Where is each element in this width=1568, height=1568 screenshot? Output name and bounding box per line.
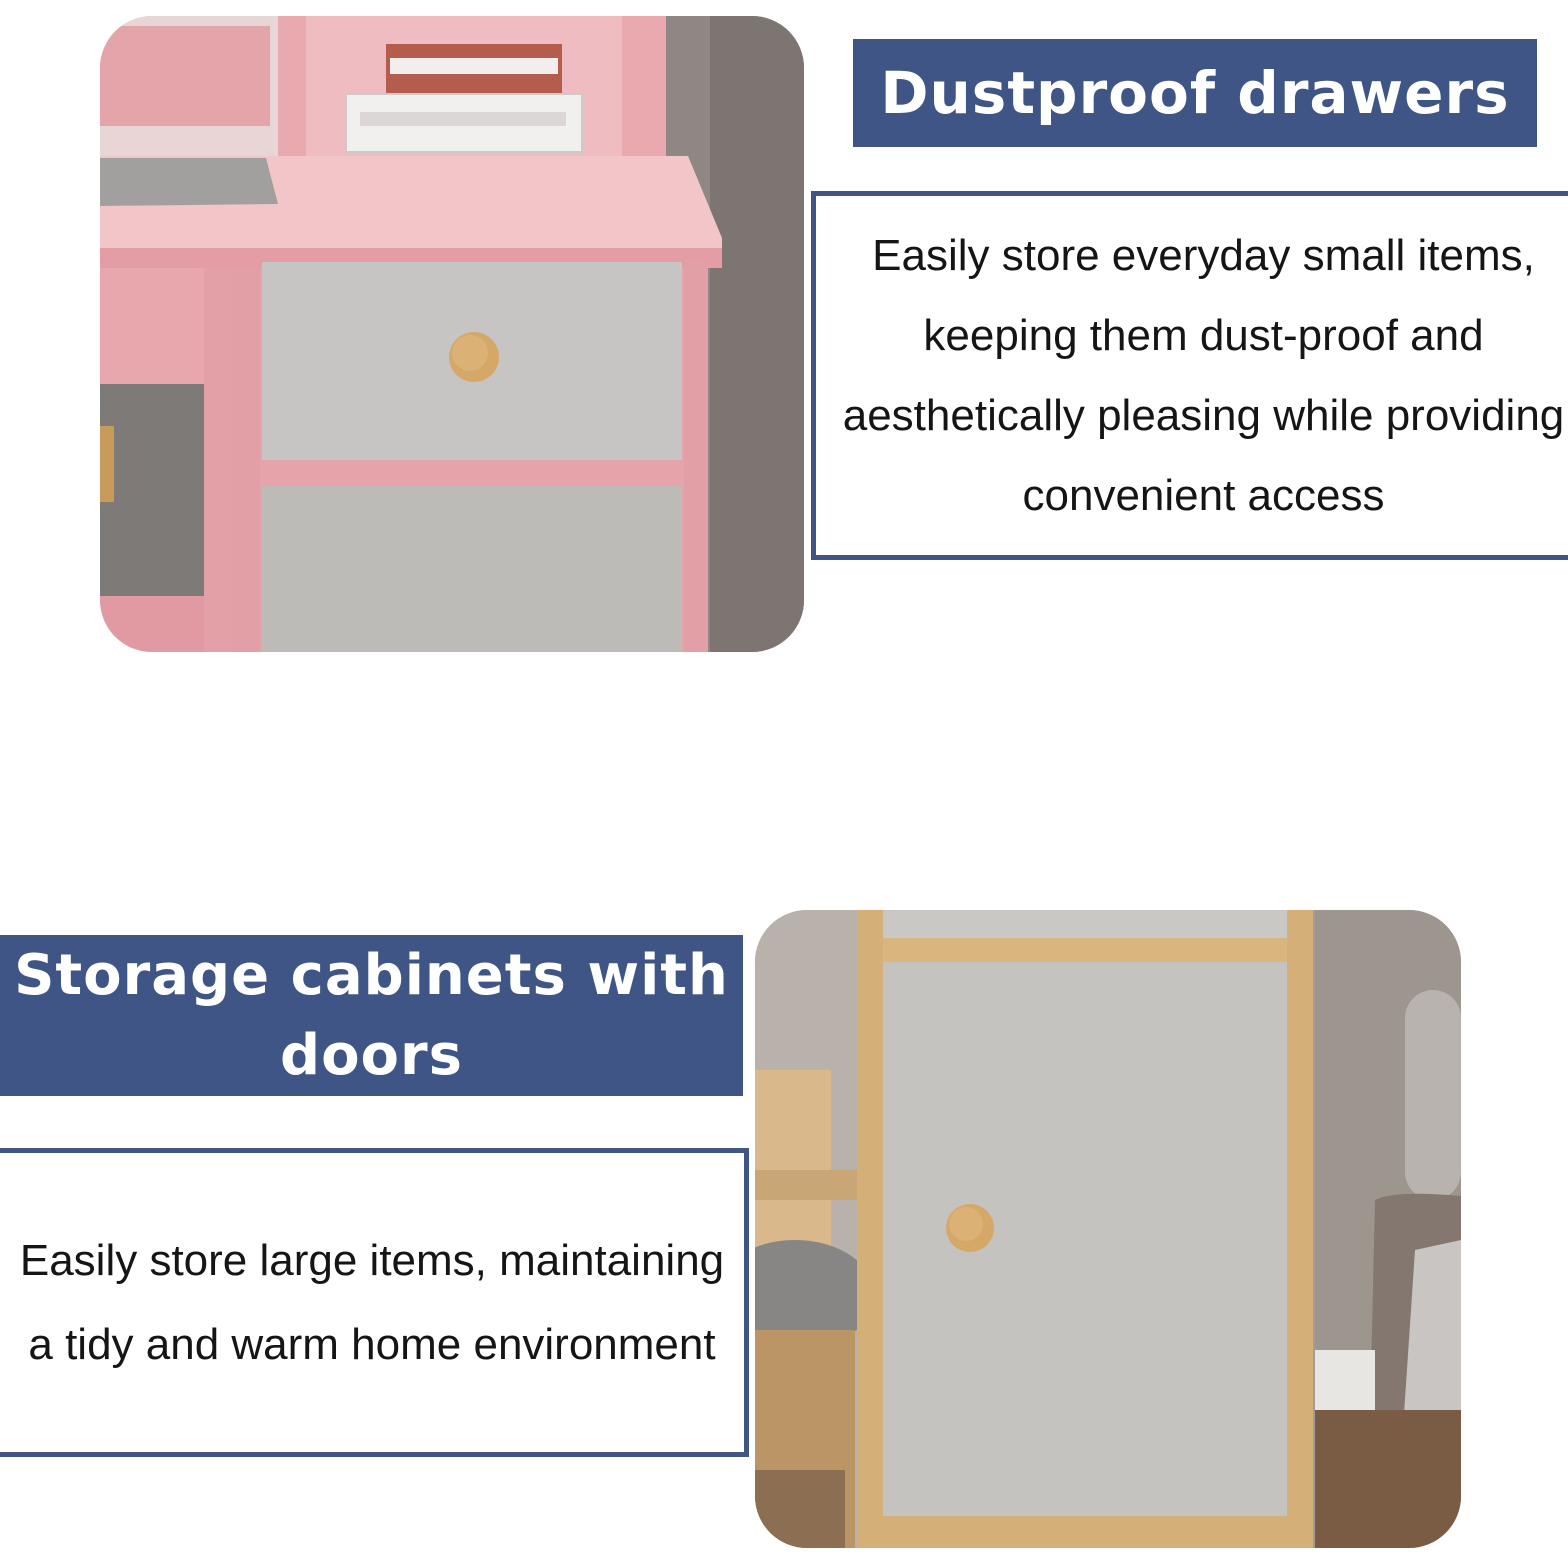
- cabinet-photo: [755, 910, 1461, 1548]
- drawer-photo: [100, 16, 804, 652]
- pink-desk-illustration: [100, 16, 804, 652]
- section-description-box: Easily store everyday small items, keepi…: [811, 191, 1568, 560]
- section-title: Storage cabinets with doors: [0, 935, 743, 1096]
- section-title-text: Dustproof drawers: [880, 59, 1510, 127]
- section-title: Dustproof drawers: [853, 39, 1537, 147]
- cabinet-door-illustration: [755, 910, 1461, 1548]
- section-title-text: Storage cabinets with doors: [14, 942, 729, 1088]
- section-description-box: Easily store large items, maintaining a …: [0, 1148, 749, 1457]
- section-description: Easily store everyday small items, keepi…: [842, 230, 1565, 520]
- section-description: Easily store large items, maintaining a …: [19, 1235, 725, 1369]
